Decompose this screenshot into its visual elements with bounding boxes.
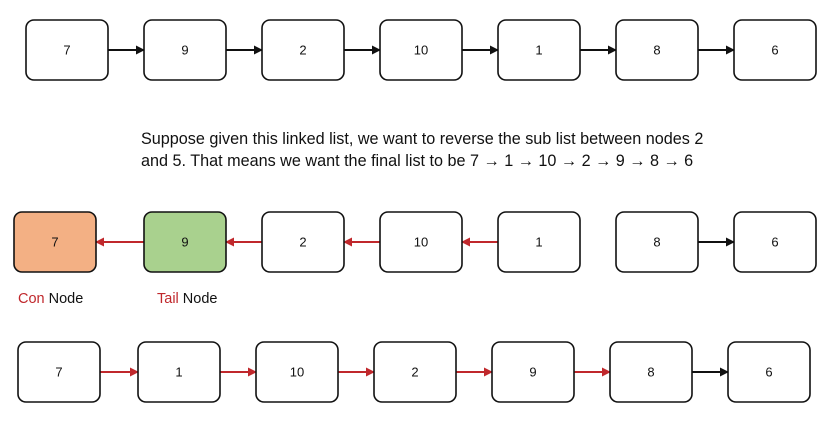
node-value: 10: [414, 43, 428, 58]
list-node-0-4: 1: [497, 19, 581, 81]
tail-label-accent: Tail: [157, 291, 179, 307]
list-node-1-4: 1: [497, 211, 581, 273]
caption-line-2: and 5. That means we want the final list…: [141, 152, 694, 170]
node-box: [615, 211, 699, 273]
list-node-2-6: 6: [727, 341, 811, 403]
node-value: 2: [411, 365, 418, 380]
node-box: [17, 341, 101, 403]
node-value: 10: [290, 365, 304, 380]
node-box: [379, 211, 463, 273]
list-node-1-3: 10: [379, 211, 463, 273]
node-value: 10: [414, 235, 428, 250]
con-label-rest: Node: [44, 291, 84, 307]
list-node-0-6: 6: [733, 19, 817, 81]
node-value: 1: [535, 43, 542, 58]
node-value: 1: [535, 235, 542, 250]
node-value: 9: [181, 43, 188, 58]
node-box: [491, 341, 575, 403]
node-value: 8: [653, 235, 660, 250]
list-node-0-1: 9: [143, 19, 227, 81]
node-value: 1: [175, 365, 182, 380]
node-box: [497, 19, 581, 81]
node-box: [261, 211, 345, 273]
list-node-2-1: 1: [137, 341, 221, 403]
node-box: [609, 341, 693, 403]
node-box: [137, 341, 221, 403]
node-box: [143, 211, 227, 273]
node-value: 7: [63, 43, 70, 58]
list-node-2-0: 7: [17, 341, 101, 403]
node-value: 6: [765, 365, 772, 380]
node-value: 2: [299, 235, 306, 250]
node-box: [13, 211, 97, 273]
list-node-0-3: 10: [379, 19, 463, 81]
node-value: 6: [771, 43, 778, 58]
node-value: 8: [647, 365, 654, 380]
list-node-0-0: 7: [25, 19, 109, 81]
explanation-caption: Suppose given this linked list, we want …: [141, 128, 781, 172]
node-box: [497, 211, 581, 273]
list-node-1-1: 9: [143, 211, 227, 273]
node-box: [143, 19, 227, 81]
list-node-2-2: 10: [255, 341, 339, 403]
node-box: [25, 19, 109, 81]
tail-node-label: Tail Node: [157, 291, 217, 307]
node-value: 9: [181, 235, 188, 250]
final-list-row: 7 1 10 2 9 8 6: [17, 341, 811, 403]
node-box: [733, 211, 817, 273]
list-node-2-3: 2: [373, 341, 457, 403]
list-node-1-5: 8: [615, 211, 699, 273]
node-box: [733, 19, 817, 81]
node-value: 9: [529, 365, 536, 380]
node-box: [261, 19, 345, 81]
list-node-1-6: 6: [733, 211, 817, 273]
node-box: [379, 19, 463, 81]
tail-label-rest: Node: [178, 291, 218, 307]
list-node-1-2: 2: [261, 211, 345, 273]
node-box: [615, 19, 699, 81]
node-box: [373, 341, 457, 403]
list-node-0-2: 2: [261, 19, 345, 81]
node-value: 6: [771, 235, 778, 250]
node-value: 8: [653, 43, 660, 58]
caption-line-1: Suppose given this linked list, we want …: [141, 130, 704, 148]
con-node-label: Con Node: [18, 291, 83, 307]
node-box: [727, 341, 811, 403]
list-node-0-5: 8: [615, 19, 699, 81]
list-node-2-5: 8: [609, 341, 693, 403]
node-value: 2: [299, 43, 306, 58]
list-node-1-0: 7: [13, 211, 97, 273]
con-label-accent: Con: [18, 291, 45, 307]
list-node-2-4: 9: [491, 341, 575, 403]
node-value: 7: [55, 365, 62, 380]
node-value: 7: [51, 235, 58, 250]
node-box: [255, 341, 339, 403]
